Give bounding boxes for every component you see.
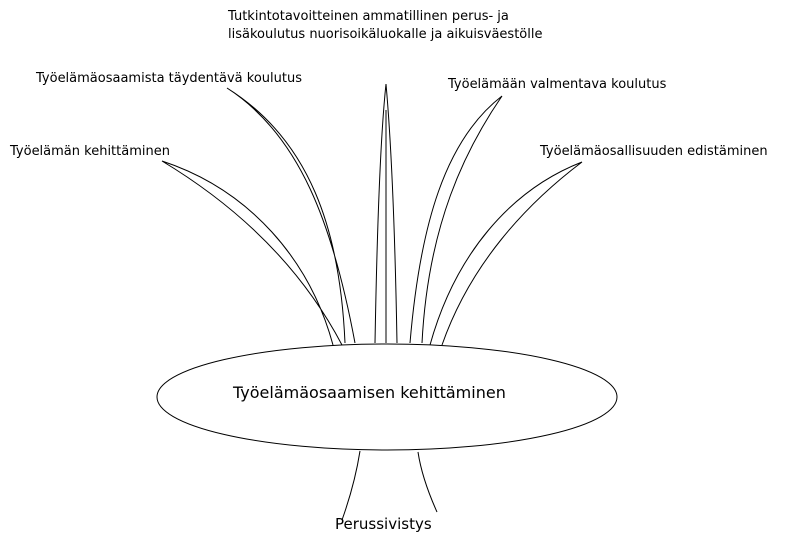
- label-top-line1: Tutkintotavoitteinen ammatillinen perus-…: [228, 8, 542, 26]
- label-upper-left-branch: Työelämäosaamista täydentävä koulutus: [36, 70, 302, 88]
- label-top-branch: Tutkintotavoitteinen ammatillinen perus-…: [228, 8, 542, 44]
- label-lower-left-branch: Työelämän kehittäminen: [10, 143, 170, 161]
- root-label: Perussivistys: [335, 514, 432, 534]
- root-right: [418, 452, 437, 512]
- label-lower-right-branch: Työelämäosallisuuden edistäminen: [540, 143, 768, 161]
- leaf-lower-left: [162, 161, 342, 345]
- label-upper-right-branch: Työelämään valmentava koulutus: [448, 76, 666, 94]
- root-left: [342, 451, 360, 520]
- leaf-upper-right: [410, 96, 502, 343]
- leaf-upper-left: [227, 88, 355, 343]
- label-top-line2: lisäkoulutus nuorisoikäluokalle ja aikui…: [228, 26, 542, 44]
- center-label: Työelämäosaamisen kehittäminen: [233, 381, 506, 405]
